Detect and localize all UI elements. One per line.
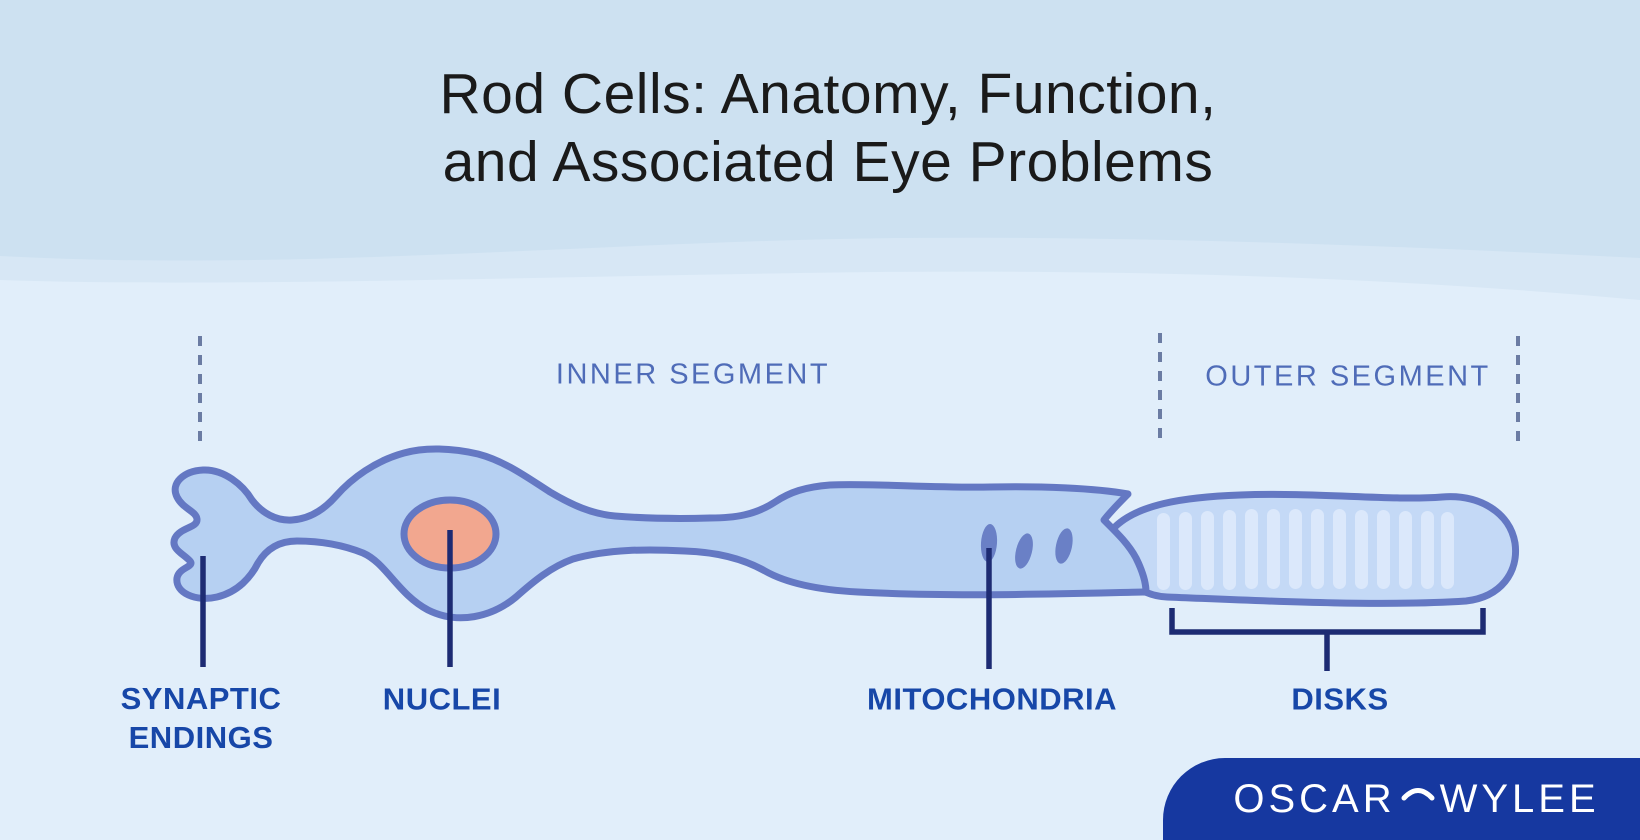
brand-logo: OSCAR WYLEE — [1233, 777, 1599, 822]
page-title: Rod Cells: Anatomy, Function, and Associ… — [228, 60, 1428, 196]
disks-stripes — [1157, 509, 1454, 590]
disks-label: DISKS — [1291, 681, 1389, 717]
inner-segment-label: INNER SEGMENT — [555, 358, 831, 391]
brand-word-left: OSCAR — [1233, 776, 1396, 821]
nuclei-label: NUCLEI — [382, 681, 502, 717]
disks-bracket — [1169, 608, 1486, 635]
mitochondria-label: MITOCHONDRIA — [867, 681, 1117, 717]
pointer-lines — [200, 530, 1486, 671]
mitochondria-group — [980, 524, 1073, 569]
synaptic-endings-label: SYNAPTIC ENDINGS — [121, 679, 282, 757]
page-title-line1: Rod Cells: Anatomy, Function, — [439, 62, 1217, 126]
page-title-line2: and Associated Eye Problems — [442, 130, 1214, 194]
background-wave-top — [0, 0, 1640, 261]
outer-segment-label: OUTER SEGMENT — [1205, 360, 1491, 393]
arc-icon — [1401, 788, 1435, 801]
synaptic-endings-label-line1: SYNAPTIC — [120, 681, 282, 716]
synaptic-endings-label-line2: ENDINGS — [128, 720, 274, 755]
brand-word-right: WYLEE — [1439, 776, 1600, 821]
cell-body-shape — [170, 445, 1150, 622]
brand-badge: OSCAR WYLEE — [1163, 758, 1640, 840]
